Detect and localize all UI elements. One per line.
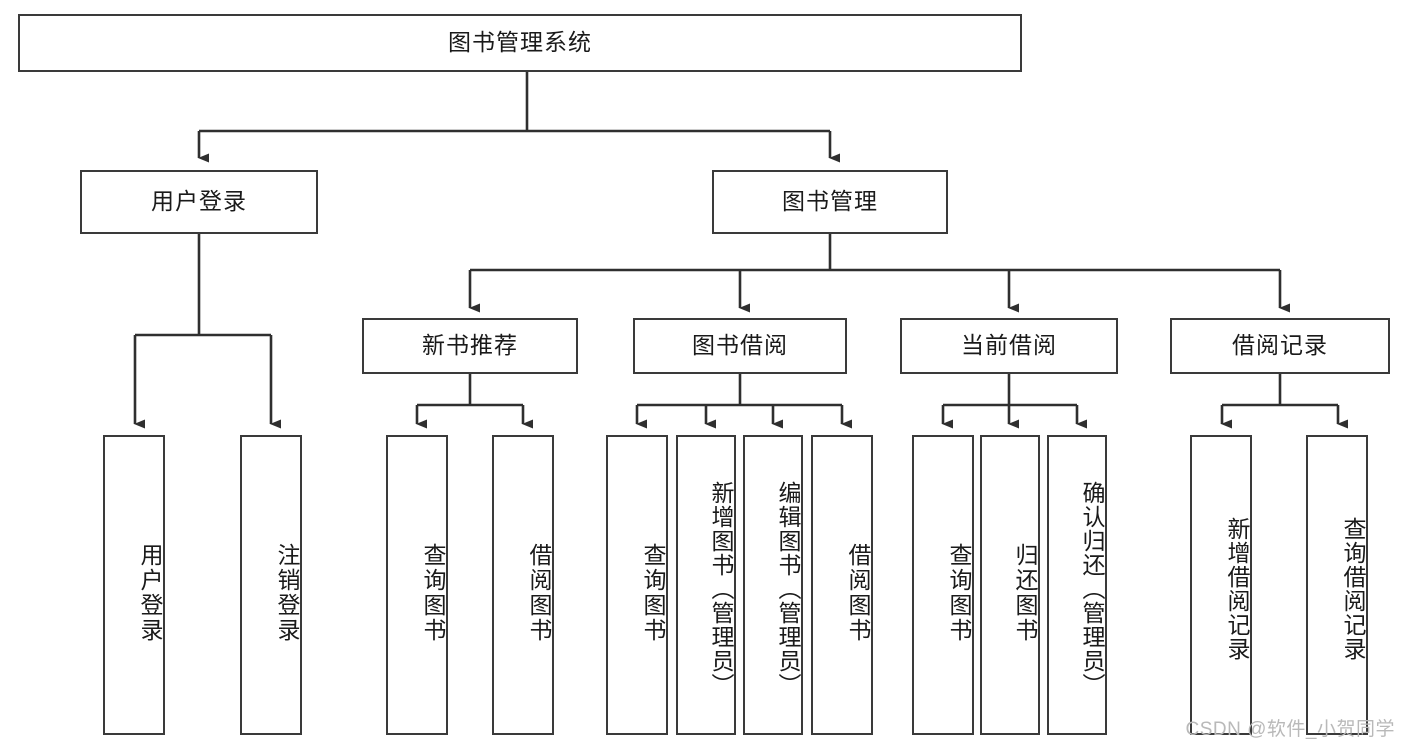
leaf-edit-book-admin[interactable]: 编辑图书（管理员） [743, 435, 803, 735]
leaf-query-borrow-record[interactable]: 查询借阅记录 [1306, 435, 1368, 735]
node-current-borrow[interactable]: 当前借阅 [900, 318, 1118, 374]
node-new-book-recommend[interactable]: 新书推荐 [362, 318, 578, 374]
node-book-manage[interactable]: 图书管理 [712, 170, 948, 234]
leaf-user-login[interactable]: 用户登录 [103, 435, 165, 735]
node-borrow-record[interactable]: 借阅记录 [1170, 318, 1390, 374]
csdn-watermark: CSDN @软件_小贺同学 [1185, 719, 1395, 740]
leaf-query-book-borrow[interactable]: 查询图书 [606, 435, 668, 735]
node-root-system[interactable]: 图书管理系统 [18, 14, 1022, 72]
leaf-return-book[interactable]: 归还图书 [980, 435, 1040, 735]
node-user-login[interactable]: 用户登录 [80, 170, 318, 234]
leaf-logout-login[interactable]: 注销登录 [240, 435, 302, 735]
leaf-borrow-book[interactable]: 借阅图书 [811, 435, 873, 735]
leaf-add-borrow-record[interactable]: 新增借阅记录 [1190, 435, 1252, 735]
leaf-query-book-current[interactable]: 查询图书 [912, 435, 974, 735]
leaf-query-book-recommend[interactable]: 查询图书 [386, 435, 448, 735]
leaf-add-book-admin[interactable]: 新增图书（管理员） [676, 435, 736, 735]
leaf-borrow-book-recommend[interactable]: 借阅图书 [492, 435, 554, 735]
leaf-confirm-return-admin[interactable]: 确认归还（管理员） [1047, 435, 1107, 735]
node-book-borrow[interactable]: 图书借阅 [633, 318, 847, 374]
